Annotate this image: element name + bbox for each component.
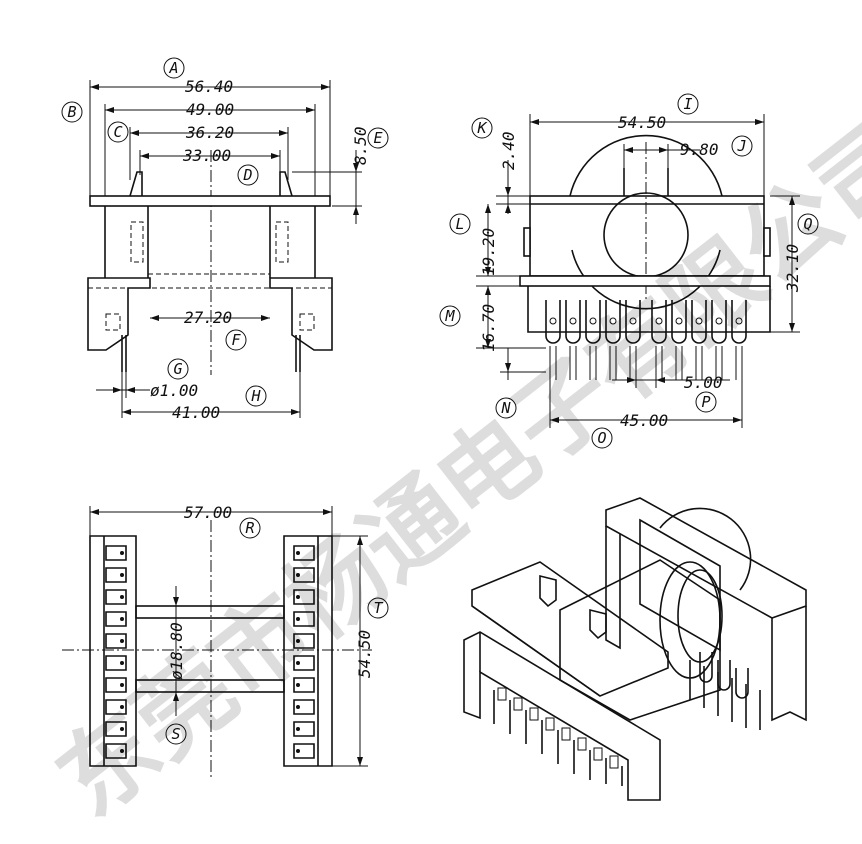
dim-32-10: 32.10 [783,244,802,293]
side-view: 54.50 9.80 2.40 19.20 16.70 32.10 [439,93,819,449]
svg-text:J: J [736,137,746,155]
side-pin-row [545,300,747,380]
tag-D: D [237,164,259,186]
dim-45-00: 45.00 [620,411,668,430]
svg-text:M: M [444,307,455,325]
watermark: 东莞市杨通电子有限公司 [37,100,862,838]
dim-19-20: 19.20 [479,228,498,276]
bottom-view: 57.00 54.50 ø18.80 R S T [62,503,389,780]
dim-41-00: 41.00 [172,403,220,422]
front-view: 56.40 49.00 36.20 33.00 8.50 27.20 ø1.00 [61,57,389,422]
dim-16-70: 16.70 [479,304,498,352]
svg-text:E: E [373,129,382,147]
svg-text:H: H [250,387,261,405]
dim-27-20: 27.20 [184,308,232,327]
dim-2-40: 2.40 [499,131,518,170]
svg-text:A: A [168,59,178,77]
tag-K: K [471,117,493,139]
dim-phi-18-80: ø18.80 [167,622,186,680]
tag-L: L [449,213,471,235]
tag-B: B [61,101,83,123]
svg-text:C: C [113,123,122,141]
dim-54-50-top: 54.50 [618,113,666,132]
tag-C: C [107,121,129,143]
tag-M: M [439,305,461,327]
tag-T: T [367,597,389,619]
tag-A: A [163,57,185,79]
dim-5-00: 5.00 [684,373,723,392]
svg-text:G: G [173,360,182,378]
svg-text:O: O [597,429,606,447]
dim-49-00: 49.00 [186,100,234,119]
tag-Q: Q [797,213,819,235]
dim-56-40: 56.40 [185,77,233,96]
svg-text:F: F [231,331,241,349]
tag-F: F [225,329,247,351]
dim-33-00: 33.00 [182,146,231,165]
tag-H: H [245,385,267,407]
tag-I: I [677,93,699,115]
svg-text:K: K [476,119,487,137]
tag-G: G [167,358,189,380]
isometric-view [463,497,807,801]
svg-text:B: B [67,103,76,121]
tag-O: O [591,427,613,449]
tag-J: J [731,135,753,157]
tag-S: S [165,723,187,745]
dim-57-00: 57.00 [184,503,232,522]
svg-text:Q: Q [803,215,812,233]
svg-text:R: R [245,519,254,537]
svg-text:T: T [373,599,383,617]
dim-9-80: 9.80 [680,140,719,159]
dim-8-50: 8.50 [351,126,370,165]
tag-E: E [367,127,389,149]
tag-N: N [495,397,517,419]
svg-text:N: N [500,399,511,417]
svg-text:L: L [455,215,464,233]
svg-text:D: D [242,166,252,184]
svg-text:I: I [683,95,692,113]
dim-36-20: 36.20 [185,123,234,142]
dim-phi-1-00: ø1.00 [150,381,198,400]
svg-text:P: P [701,393,710,411]
tag-R: R [239,517,261,539]
svg-text:S: S [171,725,180,743]
dim-54-50-side: 54.50 [355,630,374,678]
tag-P: P [695,391,717,413]
